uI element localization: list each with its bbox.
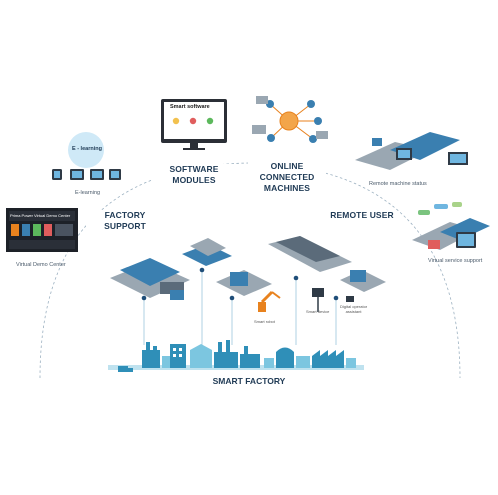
- online-connected-line1: ONLINE CONNECTED: [259, 161, 315, 182]
- online-connected-hub: [252, 96, 328, 143]
- online-connected-label: ONLINE CONNECTED MACHINES: [248, 161, 326, 194]
- prima-power-title: Prima Power Virtual Demo Center: [10, 213, 71, 218]
- virtual-service-support-illustration: [412, 202, 490, 250]
- digital-operator-line2: assistant: [345, 309, 362, 314]
- smart-factory-label: SMART FACTORY: [212, 376, 286, 386]
- remote-user-label: REMOTE USER: [330, 210, 394, 221]
- dashed-arc: [39, 162, 461, 379]
- smart-software-title: Smart software: [170, 104, 210, 110]
- remote-machine-status-illustration: [355, 132, 468, 170]
- virtual-service-support-caption: Virtual service support: [428, 258, 483, 264]
- digital-operator-line1: Digital operator: [340, 304, 368, 309]
- factory-machines: [110, 236, 386, 312]
- virtual-demo-center-screen: [6, 208, 78, 252]
- virtual-demo-center-caption: Virtual Demo Center: [16, 262, 66, 268]
- robot-caption: Smart robot: [254, 319, 275, 324]
- online-connected-line2: MACHINES: [263, 183, 311, 193]
- smart-device-caption: Smart device: [306, 309, 330, 314]
- smart-software-monitor: [161, 99, 227, 150]
- connector-lines: [143, 270, 337, 345]
- e-learning-badge-text: E - learning: [72, 146, 102, 152]
- e-learning-badge: [68, 132, 104, 168]
- e-learning-group: [52, 132, 121, 180]
- software-modules-label: SOFTWARE MODULES: [153, 164, 235, 186]
- digital-operator-caption: Digital operator assistant: [340, 304, 367, 314]
- e-learning-caption: E-learning: [75, 190, 101, 196]
- e-learning-devices: [52, 169, 121, 180]
- connection-dots: [141, 267, 339, 301]
- factory-skyline: [108, 340, 364, 372]
- remote-machine-status-caption: Remote machine status: [369, 181, 427, 187]
- factory-support-label: FACTORY SUPPORT: [86, 210, 164, 232]
